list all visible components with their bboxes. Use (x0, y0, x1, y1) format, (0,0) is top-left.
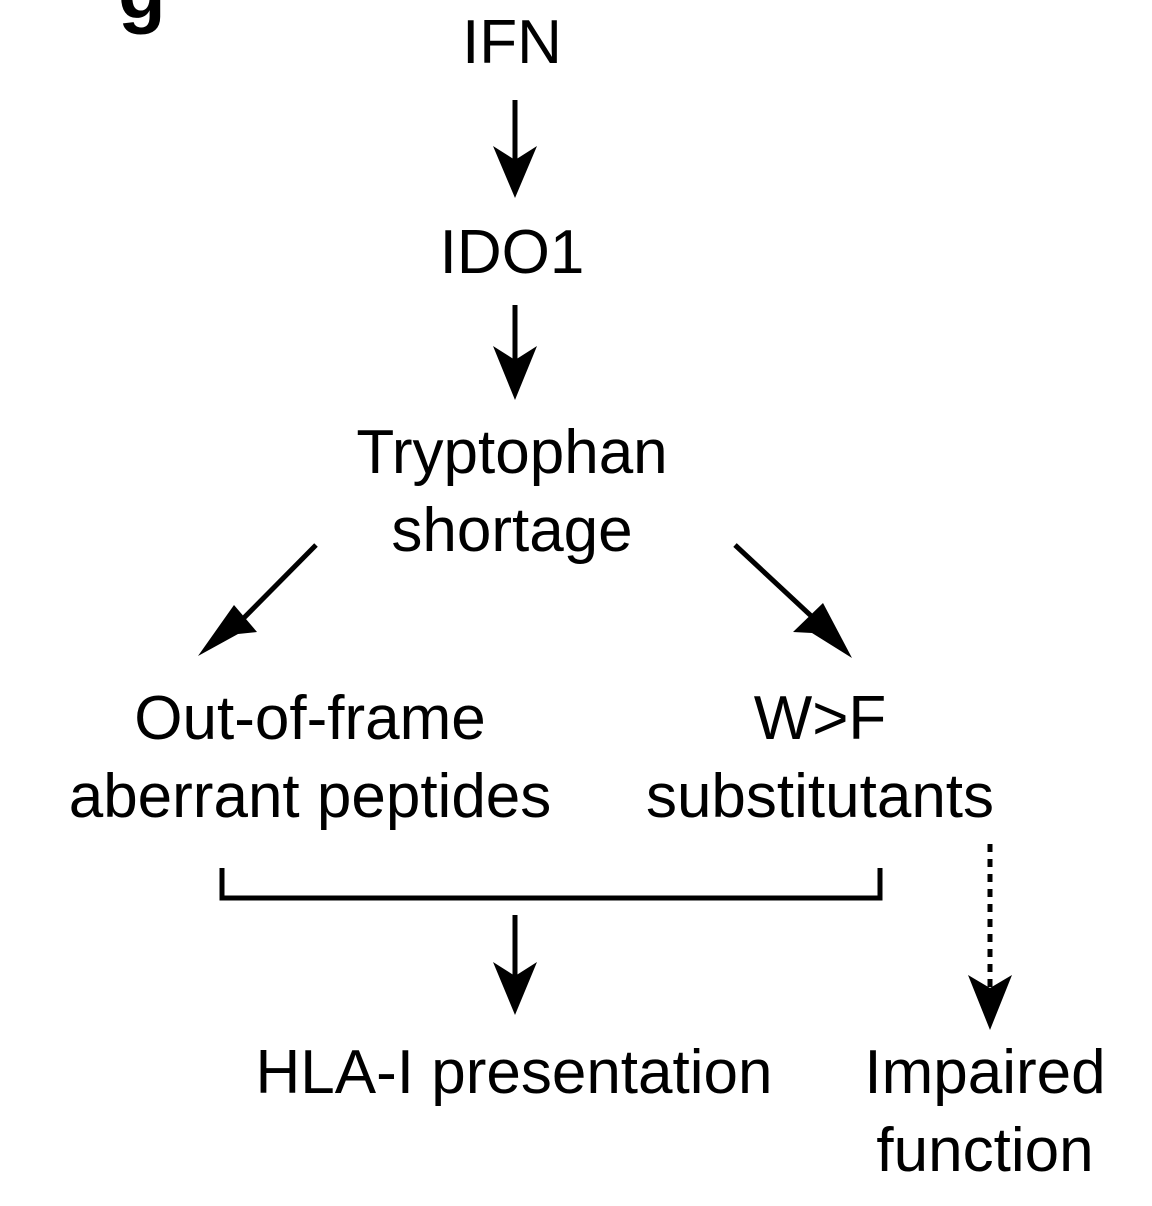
node-out-of-frame-peptides: Out-of-frame aberrant peptides (30, 680, 590, 836)
node-ifn: IFN (412, 4, 612, 82)
node-wf-substitutants: W>F substitutants (610, 680, 1030, 836)
node-hla-label: HLA-I presentation (255, 1038, 773, 1107)
arrow-tryptophan-to-wf (733, 543, 852, 658)
node-ido1-label: IDO1 (439, 218, 585, 287)
node-out-of-frame-line1: Out-of-frame (134, 684, 486, 753)
node-impaired-line1: Impaired (864, 1038, 1106, 1107)
node-tryptophan-line2: shortage (391, 496, 633, 565)
node-impaired-function: Impaired function (840, 1034, 1130, 1190)
node-ido1: IDO1 (412, 214, 612, 292)
arrow-to-hla-presentation (493, 915, 537, 1015)
node-wf-line1: W>F (753, 684, 887, 753)
arrow-ifn-to-ido1 (493, 100, 537, 198)
node-hla-presentation: HLA-I presentation (214, 1034, 814, 1112)
bracket-combined-outcomes (219, 868, 883, 901)
node-impaired-line2: function (876, 1116, 1094, 1185)
node-ifn-label: IFN (462, 8, 562, 77)
node-wf-line2: substitutants (645, 762, 995, 831)
node-tryptophan-shortage: Tryptophan shortage (312, 414, 712, 570)
panel-label: g (118, 0, 166, 30)
arrow-ido1-to-tryptophan (493, 305, 537, 400)
node-out-of-frame-line2: aberrant peptides (68, 762, 552, 831)
dotted-arrow-wf-to-impaired (968, 844, 1012, 1030)
node-tryptophan-line1: Tryptophan (356, 418, 668, 487)
arrow-tryptophan-to-out-of-frame (198, 543, 318, 656)
